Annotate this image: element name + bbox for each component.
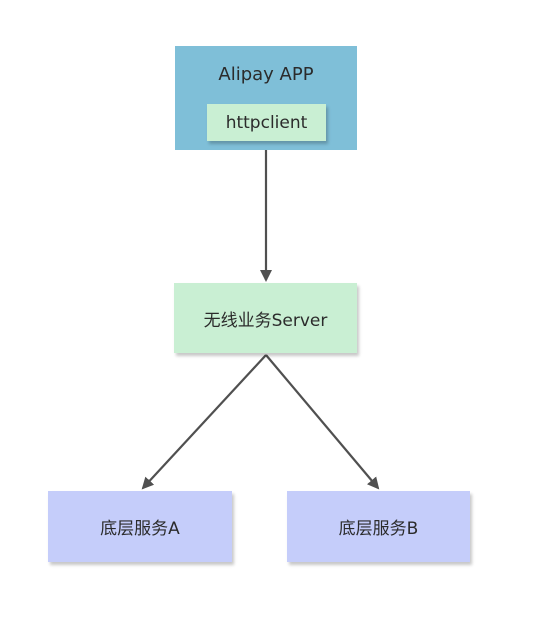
- node-alipay-app-label: Alipay APP: [218, 64, 314, 85]
- node-service-b: 底层服务B: [287, 491, 470, 562]
- edge-server-to-service-a: [141, 354, 267, 490]
- edge-server-to-service-b: [265, 354, 380, 490]
- node-alipay-app: Alipay APP httpclient: [175, 46, 357, 150]
- node-wireless-server: 无线业务Server: [174, 283, 357, 353]
- node-httpclient: httpclient: [207, 104, 326, 141]
- node-service-a: 底层服务A: [48, 491, 232, 562]
